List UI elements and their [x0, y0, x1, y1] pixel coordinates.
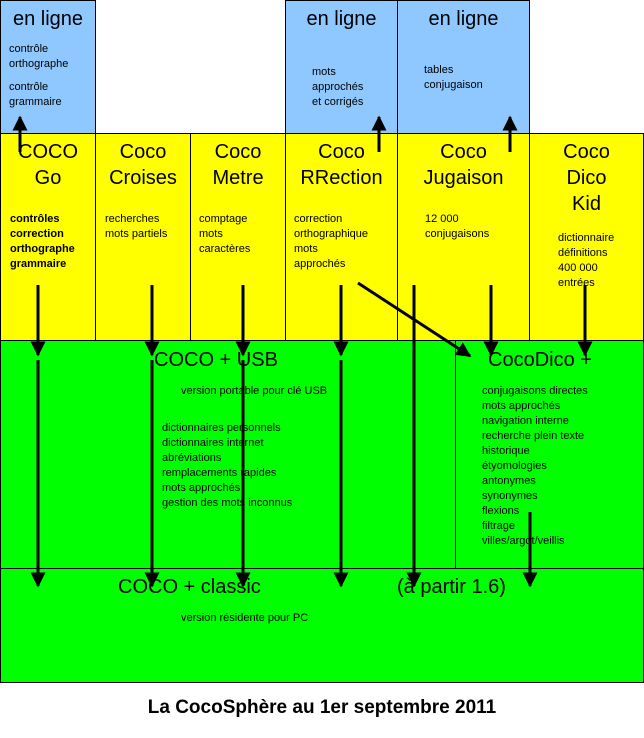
coco-usb-box: COCO + USB version portable pour clé USB… — [0, 340, 456, 569]
coco-usb-subtitle: version portable pour clé USB — [181, 385, 328, 397]
online-box-title: en ligne — [306, 8, 377, 30]
coco-classic-subtitle: version résidente pour PC — [181, 612, 309, 624]
online-box-title: en ligne — [428, 8, 499, 30]
coco-classic-note: (à partir 1.6) — [397, 576, 506, 598]
diagram-caption: La CocoSphère au 1er septembre 2011 — [147, 697, 497, 718]
online-box-title: en ligne — [12, 8, 84, 30]
cocodico-title: CocoDico + — [488, 349, 592, 371]
